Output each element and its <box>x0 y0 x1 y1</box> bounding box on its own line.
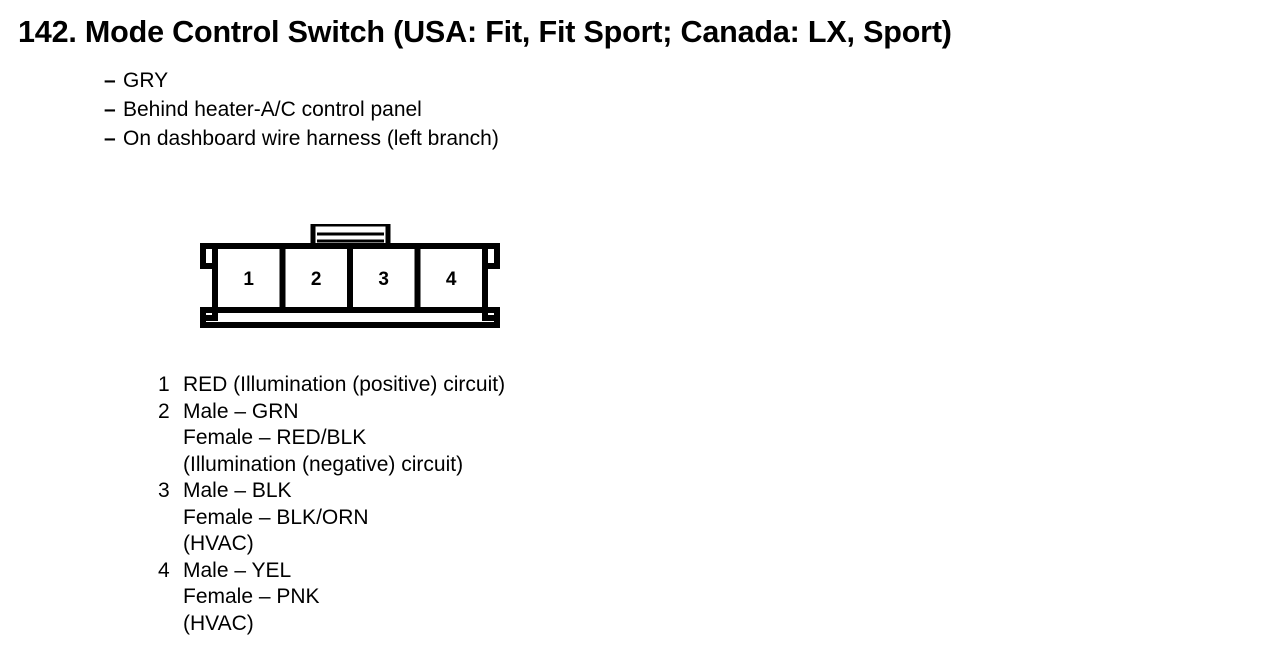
connector-svg: 1 2 3 4 <box>200 224 500 328</box>
connector-diagram: 1 2 3 4 <box>200 224 500 328</box>
page-title: 142. Mode Control Switch (USA: Fit, Fit … <box>18 14 952 49</box>
bullet-item-color: –GRY <box>104 66 499 95</box>
pin-entry-subline: (HVAC) <box>183 532 254 555</box>
pin-entry-4: 4 Male – YEL Female – PNK (HVAC) <box>158 558 505 638</box>
pin-entry-index: 2 <box>158 399 170 423</box>
connector-pin-label-3: 3 <box>378 269 389 290</box>
bullet-text: GRY <box>123 69 169 92</box>
pin-entry-index: 3 <box>158 479 170 502</box>
description-bullet-list: –GRY –Behind heater-A/C control panel –O… <box>104 66 499 153</box>
pin-assignment-list: 1 RED (Illumination (positive) circuit) 2… <box>158 372 505 637</box>
connector-pin-label-2: 2 <box>311 269 322 290</box>
pin-entry-index: 4 <box>158 558 170 582</box>
pin-entry-text: Male – YEL <box>183 558 292 582</box>
pin-entry-head: 3 Male – BLK <box>158 478 505 505</box>
pin-entry-1: 1 RED (Illumination (positive) circuit) <box>158 372 505 399</box>
pin-entry-subline: Female – BLK/ORN <box>183 505 369 529</box>
connector-pin-label-1: 1 <box>243 269 254 290</box>
pin-entry-2: 2 Male – GRN Female – RED/BLK (Illuminati… <box>158 399 505 479</box>
bullet-dash-icon: – <box>104 69 116 92</box>
pin-entry-text: Male – GRN <box>183 399 299 423</box>
pin-entry-text: Male – BLK <box>183 479 292 502</box>
connector-cavity-block <box>212 243 488 313</box>
connector-pin-label-4: 4 <box>446 269 457 290</box>
bullet-dash-icon: – <box>104 98 116 121</box>
pin-entry-head: 4 Male – YEL <box>158 558 505 585</box>
pin-entry-subline: Female – RED/BLK <box>183 426 367 449</box>
pin-entry-head: 1 RED (Illumination (positive) circuit) <box>158 372 505 399</box>
pin-entry-head: 2 Male – GRN <box>158 399 505 426</box>
bullet-item-location: –Behind heater-A/C control panel <box>104 95 499 124</box>
pin-entry-text: RED (Illumination (positive) circuit) <box>183 373 506 396</box>
bullet-item-harness: –On dashboard wire harness (left branch) <box>104 124 499 153</box>
connector-skirt-left <box>203 310 218 321</box>
bullet-text: On dashboard wire harness (left branch) <box>123 127 499 150</box>
pin-entry-subline: (HVAC) <box>183 611 254 635</box>
connector-locking-tab <box>310 224 391 249</box>
pin-entry-subline: Female – PNK <box>183 585 320 608</box>
bullet-dash-icon: – <box>104 127 116 150</box>
bullet-text: Behind heater-A/C control panel <box>123 98 422 121</box>
pin-entry-index: 1 <box>158 373 170 396</box>
connector-skirt-right <box>482 310 497 321</box>
pin-entry-3: 3 Male – BLK Female – BLK/ORN (HVAC) <box>158 478 505 558</box>
pin-entry-subline: (Illumination (negative) circuit) <box>183 452 464 476</box>
